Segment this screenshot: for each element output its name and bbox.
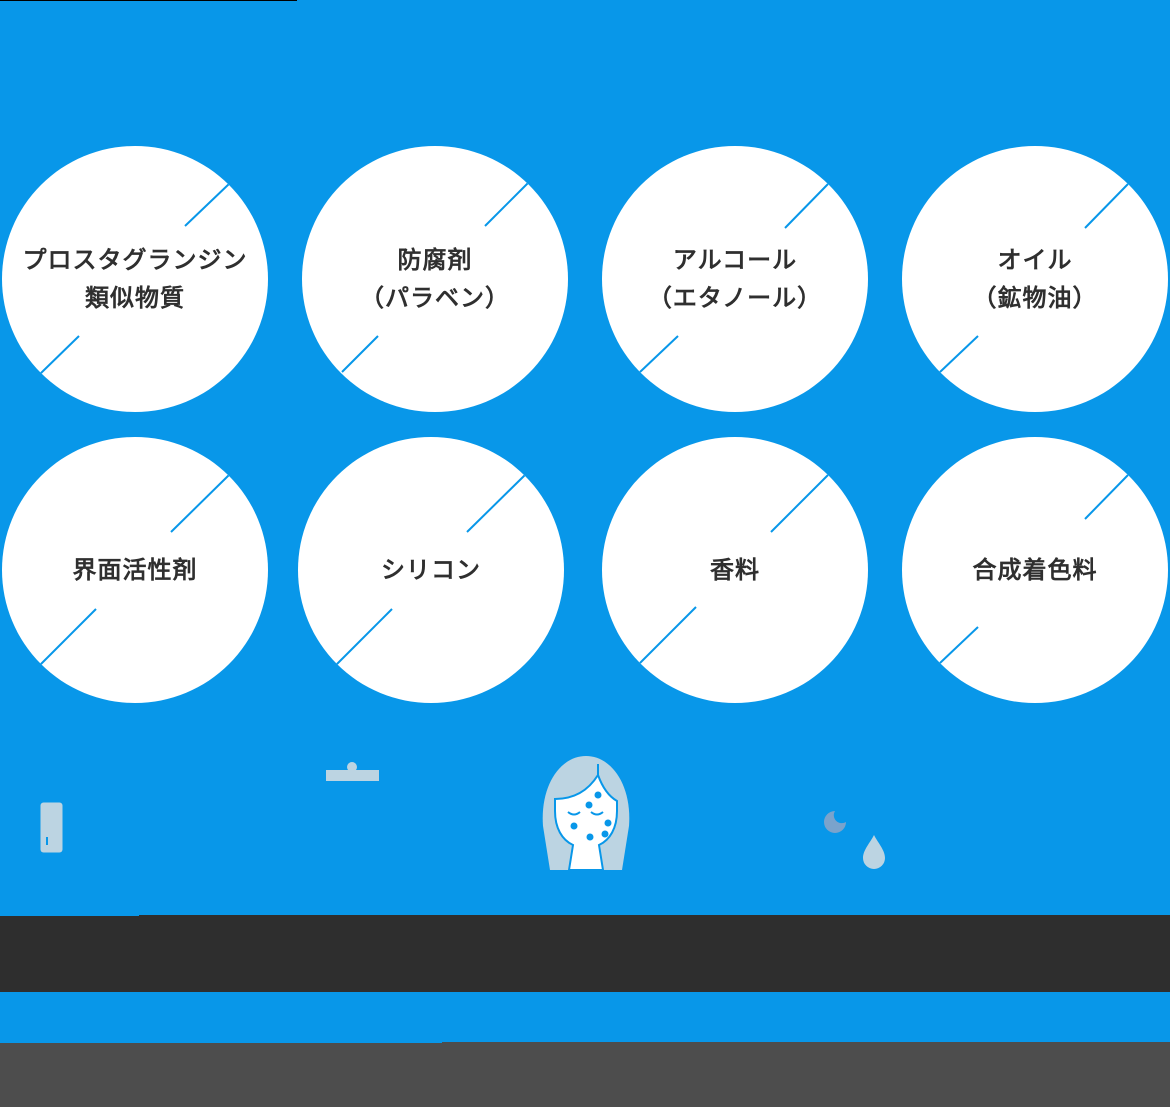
dark-footer-band bbox=[0, 915, 1170, 992]
slash-decoration-icon bbox=[939, 183, 1129, 373]
top-edge-line bbox=[0, 0, 297, 1]
gray-footer-band bbox=[0, 1042, 1170, 1107]
ingredient-label: シリコン bbox=[381, 556, 481, 584]
ingredient-circle-fragrance: 香料 bbox=[602, 437, 868, 703]
woman-face-with-acne-icon bbox=[542, 756, 630, 870]
ingredient-circle-prostaglandin: プロスタグランジン 類似物質 bbox=[2, 146, 268, 412]
ingredient-circle-alcohol: アルコール （エタノール） bbox=[602, 146, 868, 412]
ingredient-label: 合成着色料 bbox=[972, 556, 1098, 584]
ingredient-label: 界面活性剤 bbox=[72, 556, 198, 584]
ingredient-circle-synthetic-colorant: 合成着色料 bbox=[902, 437, 1168, 703]
slash-decoration-icon bbox=[639, 183, 829, 373]
slash-decoration-icon bbox=[39, 473, 231, 666]
slash-decoration-icon bbox=[639, 474, 829, 664]
slash-decoration-icon bbox=[939, 474, 1129, 664]
slash-decoration-icon bbox=[39, 182, 231, 375]
ingredient-label: アルコール （エタノール） bbox=[647, 246, 823, 312]
ingredient-label: オイル （鉱物油） bbox=[972, 246, 1098, 312]
band-edge bbox=[0, 1042, 442, 1043]
ingredient-circle-surfactant: 界面活性剤 bbox=[2, 437, 268, 703]
ingredient-circle-silicone: シリコン bbox=[298, 437, 564, 703]
ingredient-circle-paraben: 防腐剤 （パラベン） bbox=[302, 146, 568, 412]
slash-decoration-icon bbox=[335, 473, 527, 666]
ingredient-label: 香料 bbox=[710, 556, 760, 584]
moon-icon bbox=[824, 811, 846, 833]
water-drop-icon bbox=[863, 835, 885, 869]
ingredient-label: プロスタグランジン 類似物質 bbox=[22, 246, 248, 312]
bottle-icon bbox=[40, 802, 63, 853]
band-edge bbox=[0, 915, 139, 916]
ingredient-circle-oil: オイル （鉱物油） bbox=[902, 146, 1168, 412]
slash-decoration-icon bbox=[341, 182, 529, 373]
ingredient-label: 防腐剤 （パラベン） bbox=[360, 246, 510, 312]
cap-icon bbox=[326, 762, 379, 781]
